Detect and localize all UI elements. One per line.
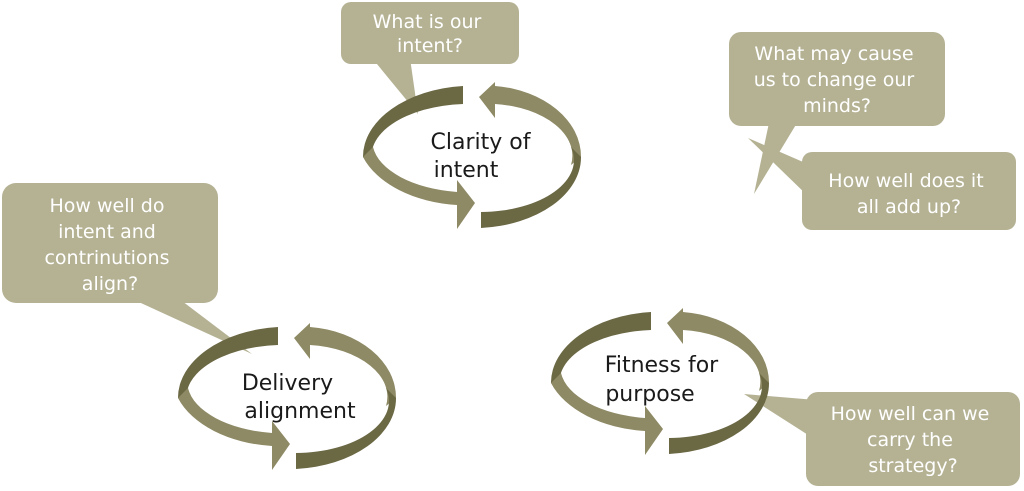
cycle-delivery-alignment: Delivery alignment: [177, 323, 397, 470]
svg-text:Clarity of intent: Clarity of intent: [431, 130, 538, 183]
cycle-arrows: [362, 82, 582, 229]
cycle-arrow-lower-left: [363, 147, 475, 229]
cycle-arrow-upper-left: [362, 86, 463, 165]
svg-text:How well do intent and: How well do intent and contrinutions ali…: [44, 195, 175, 295]
cycle-arrow-upper-right: [294, 323, 397, 406]
callout-add-up-pointer: [748, 138, 810, 198]
cycle-fitness-for-purpose: Fitness for purpose: [550, 308, 770, 455]
svg-text:What may cause us to cha: What may cause us to change our minds?: [754, 43, 921, 117]
svg-text:What is our intent?: What is our intent?: [373, 11, 488, 57]
callout-carry-line: carry the: [867, 429, 953, 451]
callout-change-line: What may cause: [754, 43, 913, 65]
callout-carry-line: strategy?: [868, 455, 957, 477]
cycle-delivery-label: alignment: [244, 399, 356, 424]
callout-intent: What is our intent?: [341, 2, 519, 114]
callout-align-box: [2, 183, 218, 303]
cycle-arrow-upper-right: [667, 308, 770, 391]
callout-change-line: minds?: [803, 95, 871, 117]
cycle-delivery-label: Delivery: [242, 371, 333, 396]
cycle-clarity-of-intent: Clarity of intent: [362, 82, 582, 229]
callout-align-line: contrinutions: [44, 247, 169, 269]
callout-intent-line: What is our: [373, 11, 482, 33]
cycle-arrow-lower-left: [551, 373, 663, 455]
callout-add-up-line: all add up?: [857, 196, 961, 218]
callout-intent-line: intent?: [397, 35, 463, 57]
svg-text:Delivery alignment: Delivery alignment: [242, 371, 356, 424]
callout-align-line: How well do: [49, 195, 164, 217]
callout-align-line: intent and: [58, 221, 156, 243]
callout-intent-box: [341, 2, 519, 64]
cycle-arrows: [177, 323, 397, 470]
cycle-arrow-lower-right: [296, 388, 397, 469]
callout-add-up: How well does it all add up?: [748, 138, 1016, 230]
cycle-arrow-lower-left: [178, 388, 290, 470]
callout-align-line: align?: [82, 273, 138, 295]
cycle-arrow-lower-right: [669, 373, 770, 454]
callout-intent-pointer: [372, 58, 418, 114]
cycle-clarity-label: intent: [434, 158, 499, 183]
callout-carry-strategy: How well can we carry the strategy?: [744, 392, 1020, 486]
cycle-arrow-upper-left: [177, 327, 278, 406]
cycle-arrow-upper-right: [479, 82, 582, 165]
svg-text:How well can we carry th: How well can we carry the strategy?: [831, 403, 996, 477]
callout-add-up-line: How well does it: [828, 170, 983, 192]
callout-change-line: us to change our: [754, 69, 915, 91]
svg-text:How well does it all add: How well does it all add up?: [828, 170, 989, 218]
callout-align: How well do intent and contrinutions ali…: [2, 183, 252, 354]
callout-carry-line: How well can we: [831, 403, 990, 425]
cycle-clarity-label: Clarity of: [431, 130, 532, 155]
cycle-fitness-label: Fitness for: [605, 353, 719, 378]
callout-change-box: [729, 32, 945, 126]
cycle-arrow-upper-left: [550, 312, 651, 391]
cycle-arrows: [550, 308, 770, 455]
svg-text:Fitness for purpose: Fitness for purpose: [605, 353, 725, 407]
cycle-arrow-lower-right: [481, 147, 582, 228]
callout-carry-box: [806, 392, 1020, 486]
cycle-fitness-label: purpose: [605, 382, 694, 407]
callout-change-minds: What may cause us to change our minds?: [729, 32, 945, 194]
callout-add-up-box: [802, 152, 1016, 230]
callout-align-pointer: [130, 298, 252, 354]
